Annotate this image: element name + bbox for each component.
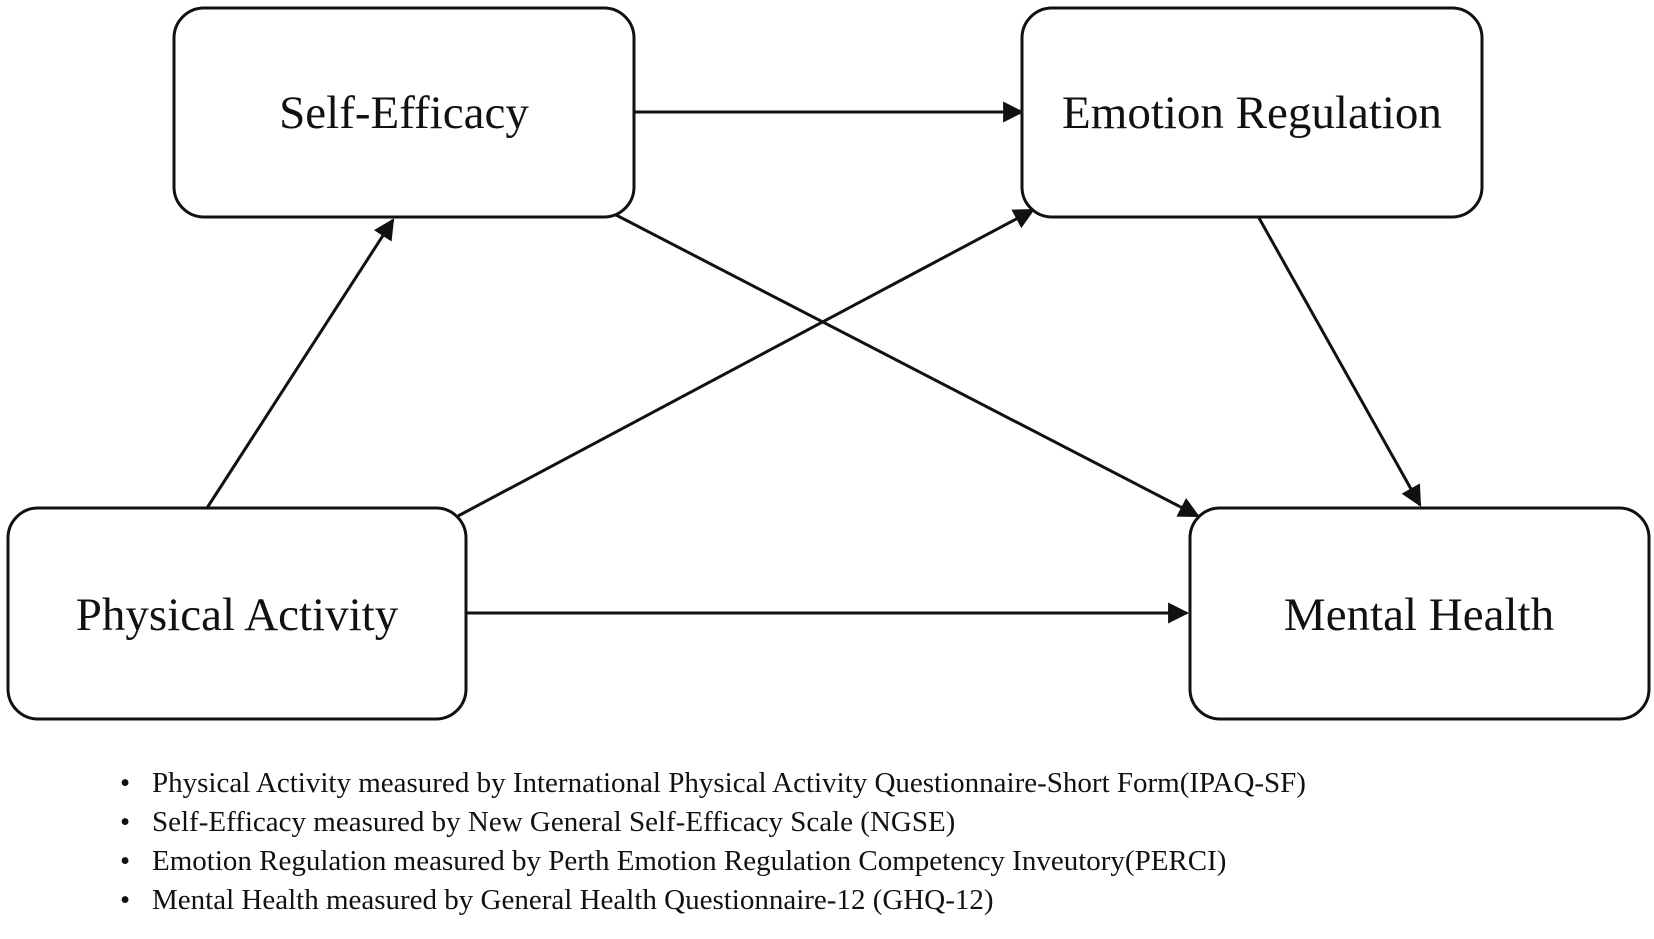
node-box xyxy=(1020,6,1484,219)
edge-emotion-regulation-to-mental-health xyxy=(1257,217,1422,507)
node-box xyxy=(172,6,636,219)
edge-physical-activity-to-emotion-regulation xyxy=(457,208,1035,518)
bullet: • xyxy=(120,767,131,799)
edge-self-efficacy-to-mental-health xyxy=(615,213,1200,518)
note-item: • Mental Health measured by General Heal… xyxy=(120,881,1306,920)
edges xyxy=(205,101,1422,624)
node-label-physical-activity: Physical Activity xyxy=(76,589,399,641)
bullet: • xyxy=(120,845,131,877)
measurement-notes: • Physical Activity measured by Internat… xyxy=(120,764,1306,920)
note-item: • Self-Efficacy measured by New General … xyxy=(120,803,1306,842)
node-self-efficacy: Self-Efficacy xyxy=(172,6,636,219)
bullet: • xyxy=(120,884,131,916)
note-item: • Emotion Regulation measured by Perth E… xyxy=(120,842,1306,881)
node-emotion-regulation: Emotion Regulation xyxy=(1020,6,1484,219)
note-text: Emotion Regulation measured by Perth Emo… xyxy=(152,845,1227,877)
note-text: Physical Activity measured by Internatio… xyxy=(152,767,1306,799)
node-physical-activity: Physical Activity xyxy=(6,506,468,721)
node-label-mental-health: Mental Health xyxy=(1284,589,1554,641)
edge-physical-activity-to-self-efficacy xyxy=(205,218,395,509)
note-text: Mental Health measured by General Health… xyxy=(152,884,994,916)
node-label-self-efficacy: Self-Efficacy xyxy=(279,87,529,139)
note-item: • Physical Activity measured by Internat… xyxy=(120,764,1306,803)
note-text: Self-Efficacy measured by New General Se… xyxy=(152,806,956,838)
bullet: • xyxy=(120,806,131,838)
node-box xyxy=(1188,506,1651,721)
node-mental-health: Mental Health xyxy=(1188,506,1651,721)
node-box xyxy=(6,506,468,721)
node-label-emotion-regulation: Emotion Regulation xyxy=(1062,87,1442,139)
